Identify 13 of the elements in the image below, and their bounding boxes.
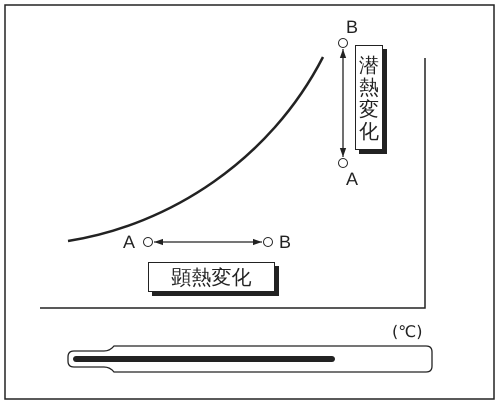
- point-circle: [338, 38, 348, 48]
- point-circle: [338, 158, 348, 168]
- unit-label: (℃): [392, 322, 422, 341]
- point-circle: [143, 237, 153, 247]
- point-circle: [263, 237, 273, 247]
- point-label: B: [279, 233, 292, 251]
- point-label: A: [346, 170, 358, 188]
- label-text: 潜熱変化: [359, 54, 379, 142]
- point-label: A: [123, 233, 136, 251]
- double-arrow: [154, 238, 262, 246]
- double-arrow: [340, 49, 346, 157]
- label-text: 顕熱変化: [172, 266, 252, 288]
- point-label: B: [346, 18, 358, 36]
